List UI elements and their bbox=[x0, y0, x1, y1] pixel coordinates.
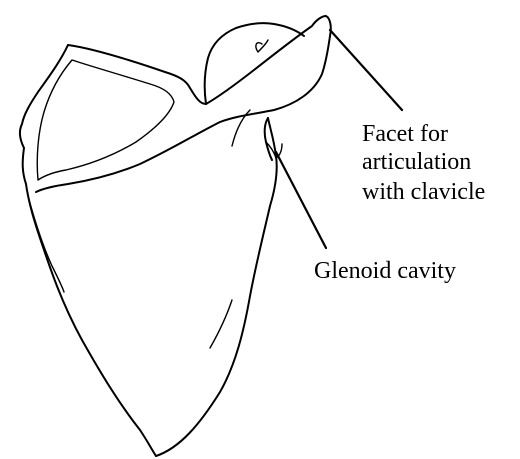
facet-leader-line bbox=[330, 30, 402, 110]
lateral-border bbox=[156, 118, 277, 456]
glenoid-rim bbox=[265, 118, 272, 160]
facet-label-line-2: articulation bbox=[362, 149, 471, 175]
spine-lower-edge bbox=[36, 122, 220, 192]
medial-crease bbox=[28, 196, 64, 292]
spine-upper-edge bbox=[68, 16, 331, 122]
coracoid-notch bbox=[256, 40, 268, 52]
labels: Facet for articulation with clavicle Gle… bbox=[314, 121, 485, 284]
scapula-drawing bbox=[20, 16, 331, 456]
facet-label-line-3: with clavicle bbox=[362, 179, 485, 205]
scapula-outline bbox=[20, 45, 156, 456]
glenoid-label: Glenoid cavity bbox=[314, 258, 456, 284]
glenoid-leader-line bbox=[276, 152, 326, 248]
facet-label-line-1: Facet for bbox=[362, 121, 448, 147]
coracoid-process bbox=[205, 23, 304, 104]
infraspinous-line bbox=[210, 300, 232, 348]
supraspinous-fossa bbox=[37, 60, 174, 180]
